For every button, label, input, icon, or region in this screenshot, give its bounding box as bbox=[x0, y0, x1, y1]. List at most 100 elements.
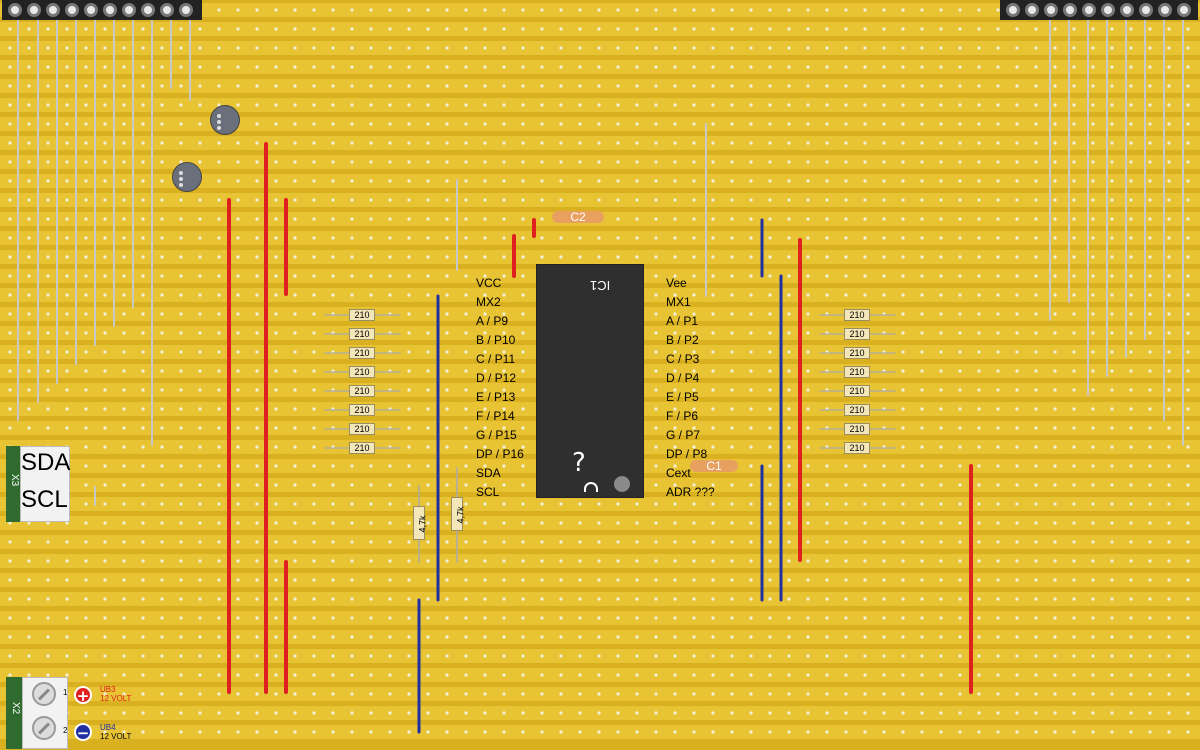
strip-hole bbox=[977, 616, 981, 620]
strip-hole bbox=[274, 673, 278, 677]
strip-hole bbox=[407, 692, 411, 696]
strip-hole bbox=[1167, 635, 1171, 639]
strip-hole bbox=[1110, 255, 1114, 259]
strip-hole bbox=[255, 122, 259, 126]
strip-hole bbox=[711, 616, 715, 620]
strip-hole bbox=[1072, 635, 1076, 639]
strip-hole bbox=[635, 141, 639, 145]
strip-hole bbox=[806, 711, 810, 715]
strip-hole bbox=[217, 673, 221, 677]
strip-hole bbox=[141, 65, 145, 69]
strip-hole bbox=[1186, 46, 1190, 50]
strip-hole bbox=[464, 692, 468, 696]
strip-hole bbox=[1148, 160, 1152, 164]
strip-hole bbox=[749, 654, 753, 658]
strip-hole bbox=[578, 122, 582, 126]
strip-hole bbox=[692, 27, 696, 31]
strip-hole bbox=[844, 255, 848, 259]
strip-hole bbox=[901, 236, 905, 240]
strip-hole bbox=[1091, 274, 1095, 278]
strip-hole bbox=[654, 673, 658, 677]
strip-hole bbox=[255, 255, 259, 259]
strip-hole bbox=[806, 141, 810, 145]
strip-hole bbox=[274, 578, 278, 582]
strip-hole bbox=[293, 426, 297, 430]
strip-hole bbox=[730, 616, 734, 620]
ic-chip bbox=[536, 264, 644, 498]
strip-hole bbox=[1053, 350, 1057, 354]
strip-hole bbox=[692, 84, 696, 88]
strip-hole bbox=[673, 274, 677, 278]
strip-hole bbox=[958, 654, 962, 658]
strip-hole bbox=[445, 635, 449, 639]
strip-hole bbox=[692, 331, 696, 335]
strip-hole bbox=[578, 540, 582, 544]
strip-hole bbox=[122, 46, 126, 50]
strip-hole bbox=[312, 540, 316, 544]
strip-hole bbox=[1091, 179, 1095, 183]
strip-hole bbox=[445, 293, 449, 297]
strip-hole bbox=[122, 540, 126, 544]
strip-hole bbox=[1091, 122, 1095, 126]
strip-hole bbox=[1053, 692, 1057, 696]
strip-hole bbox=[8, 160, 12, 164]
strip-hole bbox=[768, 673, 772, 677]
strip-hole bbox=[255, 274, 259, 278]
strip-hole bbox=[445, 46, 449, 50]
strip-hole bbox=[255, 616, 259, 620]
strip-hole bbox=[350, 236, 354, 240]
strip-hole bbox=[1072, 255, 1076, 259]
strip-hole bbox=[597, 540, 601, 544]
strip-hole bbox=[1034, 65, 1038, 69]
strip-hole bbox=[863, 521, 867, 525]
strip-hole bbox=[559, 141, 563, 145]
strip-hole bbox=[1167, 312, 1171, 316]
strip-hole bbox=[692, 654, 696, 658]
strip-hole bbox=[331, 141, 335, 145]
strip-hole bbox=[502, 84, 506, 88]
resistor: 210 bbox=[349, 423, 375, 435]
strip-hole bbox=[730, 635, 734, 639]
strip-hole bbox=[597, 198, 601, 202]
strip-hole bbox=[749, 27, 753, 31]
terminal-screw-icon[interactable] bbox=[32, 682, 56, 706]
strip-hole bbox=[730, 540, 734, 544]
strip-hole bbox=[616, 84, 620, 88]
strip-hole bbox=[1091, 388, 1095, 392]
strip-hole bbox=[1015, 426, 1019, 430]
strip-hole bbox=[578, 198, 582, 202]
strip-hole bbox=[236, 540, 240, 544]
strip-hole bbox=[939, 293, 943, 297]
terminal-screw-icon[interactable] bbox=[32, 716, 56, 740]
ic-right-pin-label: D / P4 bbox=[666, 371, 700, 385]
strip-hole bbox=[1072, 198, 1076, 202]
strip-hole bbox=[46, 179, 50, 183]
strip-hole bbox=[388, 179, 392, 183]
strip-hole bbox=[1034, 483, 1038, 487]
strip-hole bbox=[274, 293, 278, 297]
strip-hole bbox=[749, 236, 753, 240]
strip-hole bbox=[312, 578, 316, 582]
strip-hole bbox=[787, 464, 791, 468]
strip-hole bbox=[787, 540, 791, 544]
strip-hole bbox=[122, 369, 126, 373]
strip-hole bbox=[255, 217, 259, 221]
strip-hole bbox=[160, 388, 164, 392]
strip-hole bbox=[369, 103, 373, 107]
strip-hole bbox=[122, 673, 126, 677]
strip-hole bbox=[1167, 483, 1171, 487]
strip-hole bbox=[198, 160, 202, 164]
strip-hole bbox=[806, 103, 810, 107]
strip-hole bbox=[179, 445, 183, 449]
strip-hole bbox=[559, 521, 563, 525]
strip-hole bbox=[407, 84, 411, 88]
strip-hole bbox=[1072, 654, 1076, 658]
strip-hole bbox=[635, 559, 639, 563]
strip-hole bbox=[1110, 464, 1114, 468]
strip-hole bbox=[350, 502, 354, 506]
strip-hole bbox=[65, 597, 69, 601]
strip-hole bbox=[844, 84, 848, 88]
strip-hole bbox=[597, 635, 601, 639]
strip-hole bbox=[483, 464, 487, 468]
strip-hole bbox=[84, 407, 88, 411]
